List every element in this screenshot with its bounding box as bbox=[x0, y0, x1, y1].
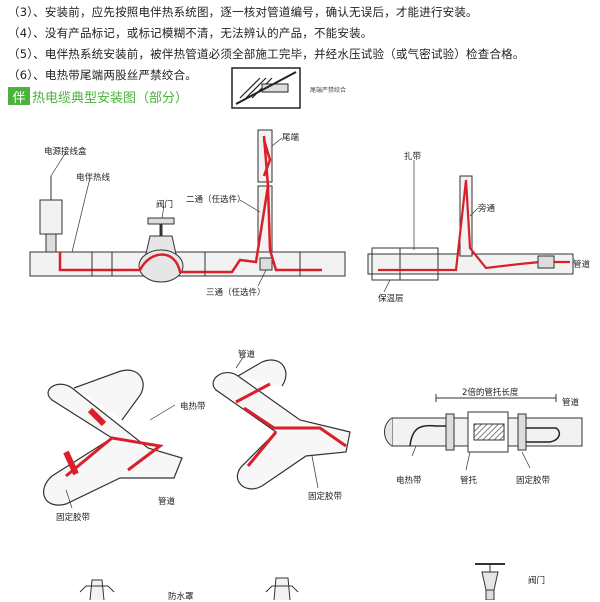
label-drain-cover: 防水罩 bbox=[168, 592, 194, 602]
label-tape-3-left: 固定胶带 bbox=[56, 513, 91, 523]
label-strap: 扎带 bbox=[404, 152, 422, 162]
section-title: 伴 热电缆典型安装图（部分） bbox=[8, 86, 188, 106]
label-tee-two: 二通（任选件） bbox=[186, 195, 246, 205]
label-pipe-4: 管道 bbox=[562, 398, 580, 408]
diagram-bypass bbox=[367, 160, 574, 293]
label-valve: 阀门 bbox=[156, 200, 174, 210]
diagram-pipe-support bbox=[384, 394, 583, 471]
label-pipe-3-top: 管道 bbox=[238, 350, 256, 360]
note-4: （4）、没有产品标记，或标记模糊不清，无法辨认的产品，不能安装。 bbox=[8, 26, 373, 40]
label-support: 管托 bbox=[460, 476, 478, 486]
inset-caption: 尾端严禁绞合 bbox=[310, 87, 347, 94]
label-tape-3-right: 固定胶带 bbox=[308, 492, 343, 502]
label-heat-band-4: 电热带 bbox=[396, 476, 422, 486]
no-twist-icon bbox=[231, 67, 301, 109]
label-end: 尾端 bbox=[282, 133, 300, 143]
label-valve-bottom: 阀门 bbox=[528, 576, 546, 586]
label-tee-three: 三通（任选件） bbox=[206, 288, 266, 298]
note-3: （3）、安装前，应先按照电伴热系统图，逐一核对管道编号，确认无误后，才能进行安装… bbox=[8, 5, 478, 19]
label-heat-cable: 电伴热线 bbox=[76, 173, 111, 183]
note-6: （6）、电热带尾端两股丝严禁绞合。 bbox=[8, 68, 197, 82]
note-5: （5）、电伴热系统安装前，被伴热管道必须全部施工完毕，并经水压试验（或气密试验）… bbox=[8, 47, 525, 61]
label-insulation: 保温层 bbox=[378, 294, 404, 304]
label-bypass: 旁通 bbox=[478, 204, 496, 214]
section-title-icon: 伴 bbox=[8, 87, 30, 106]
label-support-length: 2倍的管托长度 bbox=[462, 388, 519, 398]
label-pipe-2: 管道 bbox=[573, 260, 591, 270]
label-pipe-3-bottom: 管道 bbox=[158, 497, 176, 507]
diagram-tee-wrap bbox=[43, 355, 351, 509]
label-tape-4: 固定胶带 bbox=[516, 476, 551, 486]
label-junction-box: 电源接线盒 bbox=[44, 147, 87, 157]
diagram-valve-tee bbox=[29, 129, 346, 287]
diagram-bottom-partial bbox=[79, 563, 505, 600]
label-heat-band-3: 电热带 bbox=[180, 402, 206, 412]
section-title-text: 热电缆典型安装图（部分） bbox=[32, 90, 189, 106]
